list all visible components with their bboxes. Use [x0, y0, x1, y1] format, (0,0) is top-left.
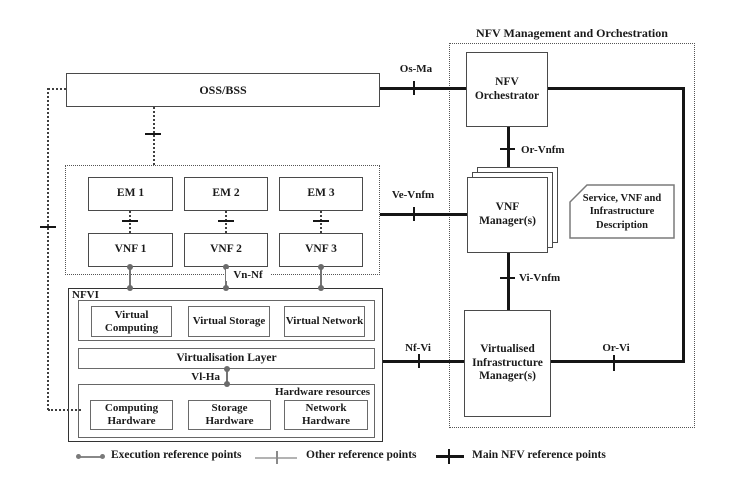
execution-endpoint-dot [224, 366, 230, 372]
execution-endpoint-dot [127, 285, 133, 291]
network-hardware-box: Network Hardware [284, 400, 368, 430]
em3-vnf3-tick [313, 220, 329, 222]
nf-vi-label: Nf-Vi [405, 342, 431, 354]
ve-vnfm-label: Ve-Vnfm [391, 189, 435, 201]
ve-vnfm-tick [413, 207, 415, 221]
orchestrator-right-line [548, 87, 685, 90]
left-line-tick [40, 226, 56, 228]
or-vi-vertical-line [682, 87, 685, 363]
virtual-computing-box: Virtual Computing [91, 306, 172, 337]
execution-endpoint-dot [318, 264, 324, 270]
or-vnfm-tick [500, 148, 515, 150]
mano-dashed-container [449, 43, 695, 428]
vl-ha-execution-line [226, 369, 228, 385]
service-description-label: Service, VNF and Infrastructure Descript… [582, 193, 662, 231]
or-vi-tick [613, 355, 615, 371]
vnf3-box: VNF 3 [279, 233, 363, 267]
main-legend-label: Main NFV reference points [472, 449, 606, 461]
service-description-shape: Service, VNF and Infrastructure Descript… [569, 184, 675, 239]
os-ma-line [380, 87, 466, 90]
vnf3-nfvi-execution-line [320, 267, 322, 288]
or-vi-label: Or-Vi [602, 342, 630, 354]
main-legend-line-icon [436, 455, 464, 458]
vim-box: Virtualised Infrastructure Manager(s) [464, 310, 551, 417]
or-vnfm-label: Or-Vnfm [521, 144, 565, 156]
execution-endpoint-dot [224, 381, 230, 387]
virtual-resources-container [78, 300, 375, 341]
computing-hardware-box: Computing Hardware [90, 400, 173, 430]
or-vi-line [551, 360, 685, 363]
execution-legend-line-icon [80, 456, 102, 458]
em3-vnf3-dotted-line [320, 211, 322, 233]
storage-hardware-box: Storage Hardware [188, 400, 271, 430]
vn-nf-label: Vn-Nf [226, 269, 270, 281]
hardware-resources-label: Hardware resources [274, 386, 370, 398]
nf-vi-tick [418, 354, 420, 368]
em1-vnf1-dotted-line [129, 211, 131, 233]
oss-left-dotted-stub [48, 88, 66, 90]
oss-bss-box: OSS/BSS [66, 73, 380, 107]
os-ma-label: Os-Ma [399, 63, 433, 75]
os-ma-tick [413, 81, 415, 95]
execution-endpoint-dot [223, 264, 229, 270]
virtual-network-box: Virtual Network [284, 306, 365, 337]
vnf2-box: VNF 2 [184, 233, 268, 267]
or-vnfm-line [507, 127, 510, 179]
vi-vnfm-tick [500, 277, 515, 279]
execution-legend-label: Execution reference points [111, 449, 242, 461]
execution-legend-dot-icon [100, 454, 105, 459]
execution-legend-dot-icon [76, 454, 81, 459]
other-legend-label: Other reference points [306, 449, 417, 461]
execution-endpoint-dot [318, 285, 324, 291]
execution-endpoint-dot [127, 264, 133, 270]
vl-ha-label: Vl-Ha [191, 371, 220, 383]
em2-box: EM 2 [184, 177, 268, 211]
vnf-manager-box: VNF Manager(s) [467, 177, 548, 253]
note-shape-icon [569, 184, 675, 239]
nf-vi-line [383, 360, 464, 363]
main-legend-tick-icon [448, 449, 450, 464]
em-vnf-dashed-container [65, 165, 380, 275]
em1-vnf1-tick [122, 220, 138, 222]
vnf1-nfvi-execution-line [129, 267, 131, 288]
execution-endpoint-dot [223, 285, 229, 291]
vi-vnfm-label: Vi-Vnfm [519, 272, 561, 284]
oss-em-dotted-line [153, 107, 155, 165]
em3-box: EM 3 [279, 177, 363, 211]
oss-em-tick [145, 133, 161, 135]
mano-title: NFV Management and Orchestration [476, 26, 668, 40]
em2-vnf2-dotted-line [225, 211, 227, 233]
virtual-storage-box: Virtual Storage [188, 306, 270, 337]
vi-vnfm-line [507, 253, 510, 311]
nfvi-label: NFVI [72, 289, 99, 301]
vnf1-box: VNF 1 [88, 233, 173, 267]
em1-box: EM 1 [88, 177, 173, 211]
other-legend-tick-icon [276, 451, 278, 464]
left-dotted-line [47, 88, 49, 410]
em2-vnf2-tick [218, 220, 234, 222]
nfv-orchestrator-box: NFV Orchestrator [466, 52, 548, 127]
left-dotted-bottom [48, 409, 81, 411]
ve-vnfm-line [380, 213, 467, 216]
